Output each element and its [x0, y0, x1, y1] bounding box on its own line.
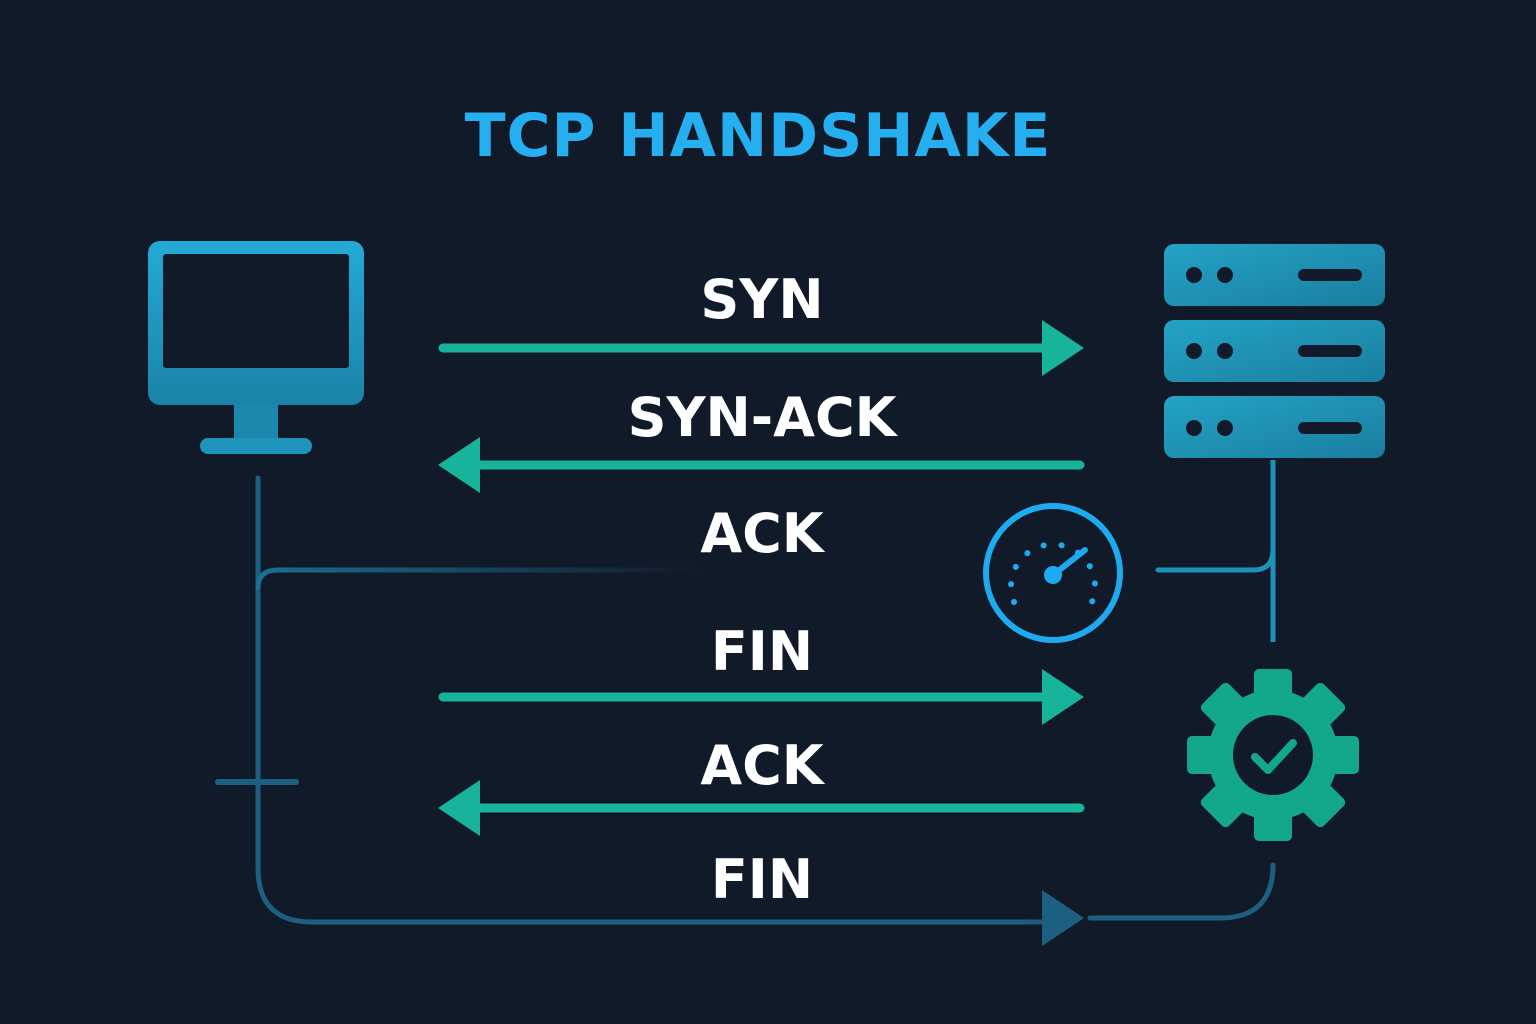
client-timeline	[215, 475, 1063, 925]
arrow-syn	[438, 320, 1084, 376]
message-label-syn: SYN	[700, 268, 824, 331]
arrow-fin-final	[1042, 890, 1084, 946]
message-arrows	[438, 320, 1085, 946]
gear-check-icon	[1187, 669, 1359, 841]
arrow-fin	[438, 669, 1084, 725]
diagram-title: TCP HANDSHAKE	[464, 101, 1052, 171]
server-timeline	[1087, 460, 1276, 921]
arrow-ack	[438, 780, 1085, 836]
message-label-ack-2: ACK	[700, 734, 824, 797]
arrow-syn-ack	[438, 437, 1085, 493]
server-rack-icon	[1164, 244, 1385, 458]
speedometer-icon	[983, 503, 1123, 643]
client-monitor-icon	[148, 241, 364, 454]
message-label-syn-ack: SYN-ACK	[627, 386, 897, 449]
message-label-fin-2: FIN	[710, 848, 814, 911]
message-label-fin: FIN	[710, 620, 814, 683]
message-label-ack: ACK	[700, 502, 824, 565]
